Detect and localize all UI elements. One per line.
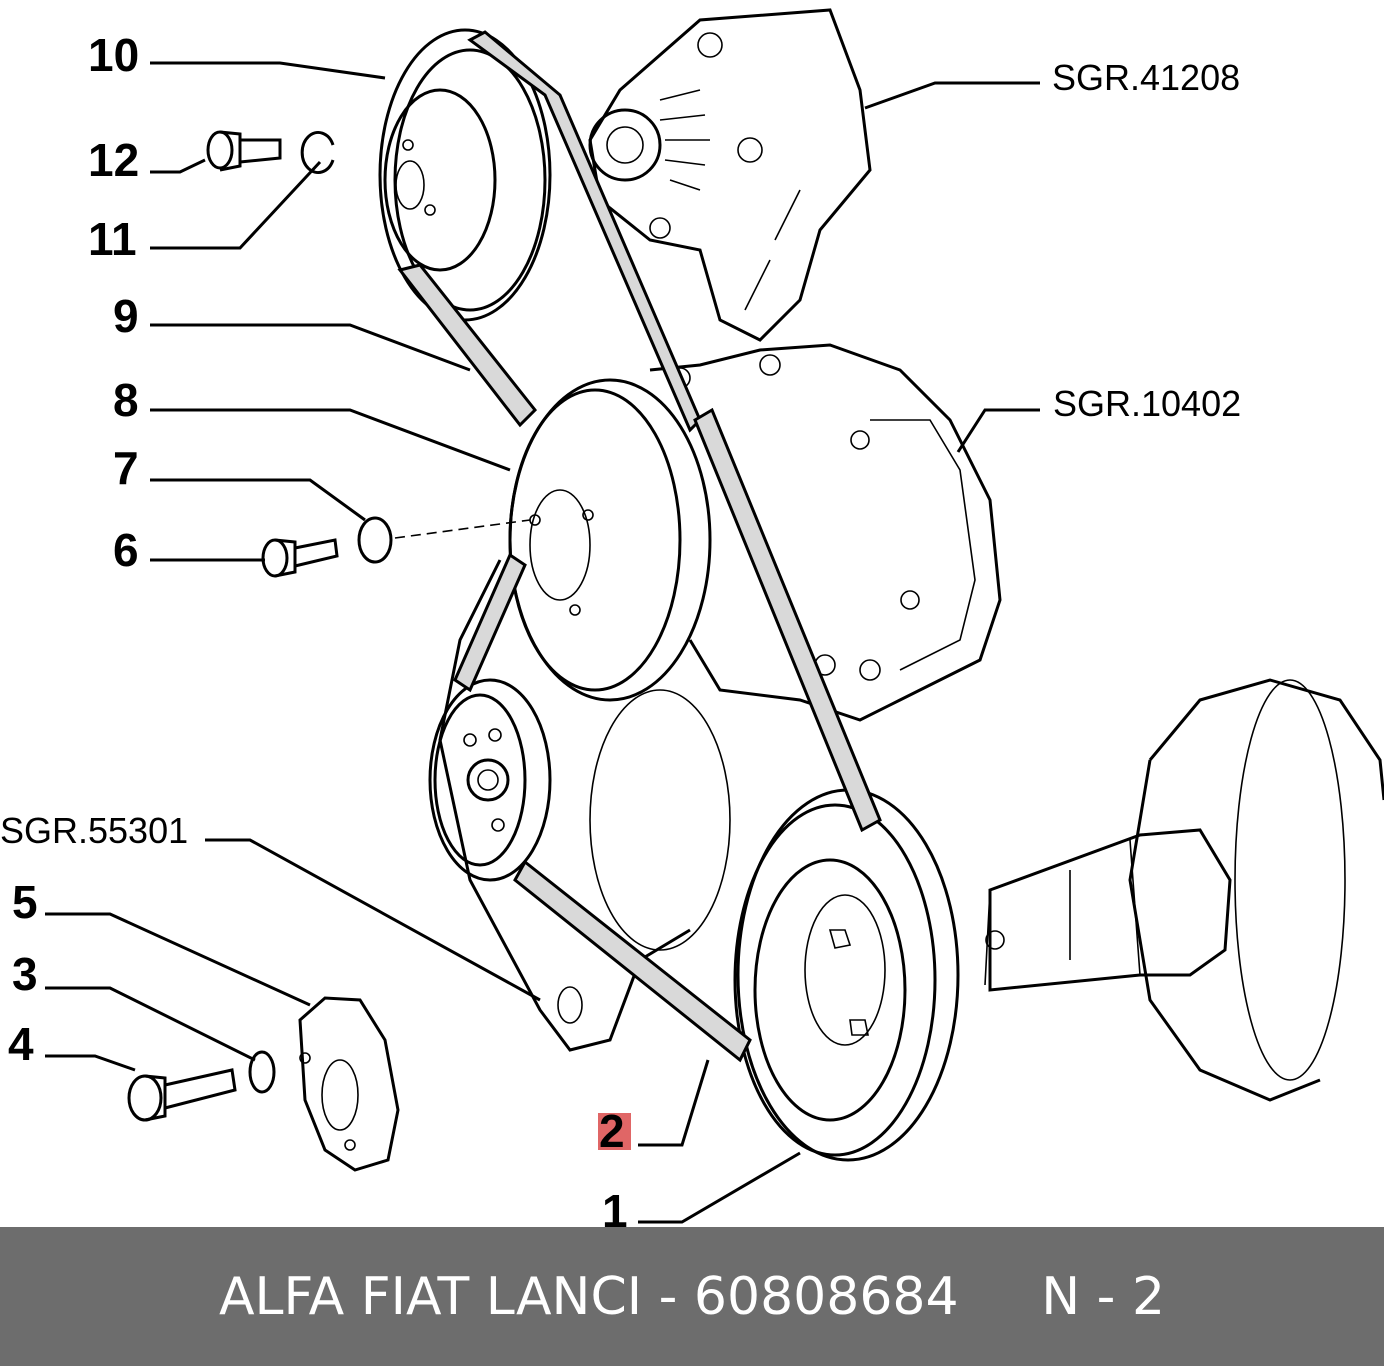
callout-10: 10: [88, 29, 139, 81]
bolt-12: [206, 130, 282, 172]
crankshaft: [984, 678, 1384, 1102]
callout-11: 11: [88, 213, 137, 265]
leader-lines: [45, 61, 1040, 1224]
water-pump-body: [438, 559, 731, 1052]
pulley-8: [508, 378, 712, 702]
ref-alternator: SGR.41208: [1052, 57, 1240, 98]
bolt-4: [127, 1068, 237, 1122]
callout-6: 6: [113, 524, 139, 576]
callout-7: 7: [113, 442, 139, 494]
bolt-6: [261, 538, 339, 578]
callout-5: 5: [12, 876, 38, 928]
footer-banner: ALFA FIAT LANCI - 60808684 N - 2: [0, 1227, 1384, 1366]
ref-water-pump: SGR.55301: [0, 810, 188, 851]
callout-8: 8: [113, 374, 139, 426]
engine-block-housing: [649, 343, 1002, 722]
ref-engine-block: SGR.10402: [1053, 383, 1241, 424]
callout-3: 3: [12, 948, 38, 1000]
tensioner-pulley: [428, 678, 552, 882]
callout-1: 1: [602, 1185, 628, 1227]
axis-line: [394, 519, 531, 539]
belt-2: [453, 407, 882, 1063]
footer-text: ALFA FIAT LANCI - 60808684 N - 2: [218, 1266, 1166, 1327]
washer-3: [248, 1050, 276, 1094]
callout-9: 9: [113, 290, 139, 342]
washer-7: [357, 516, 393, 564]
clip-11: [300, 131, 335, 174]
callout-4: 4: [8, 1018, 34, 1070]
callout-2-highlight: [598, 1113, 631, 1150]
callout-12: 12: [88, 134, 139, 186]
callout-labels: 10 12 11 9 8 7 6 5 3 4 2 1: [8, 29, 631, 1227]
pulley-5: [298, 996, 400, 1172]
callout-2: 2: [599, 1105, 625, 1157]
belt-drive-diagram: 10 12 11 9 8 7 6 5 3 4 2 1 SGR.41208 SGR…: [0, 8, 1384, 1227]
pulley-1: [733, 788, 960, 1162]
